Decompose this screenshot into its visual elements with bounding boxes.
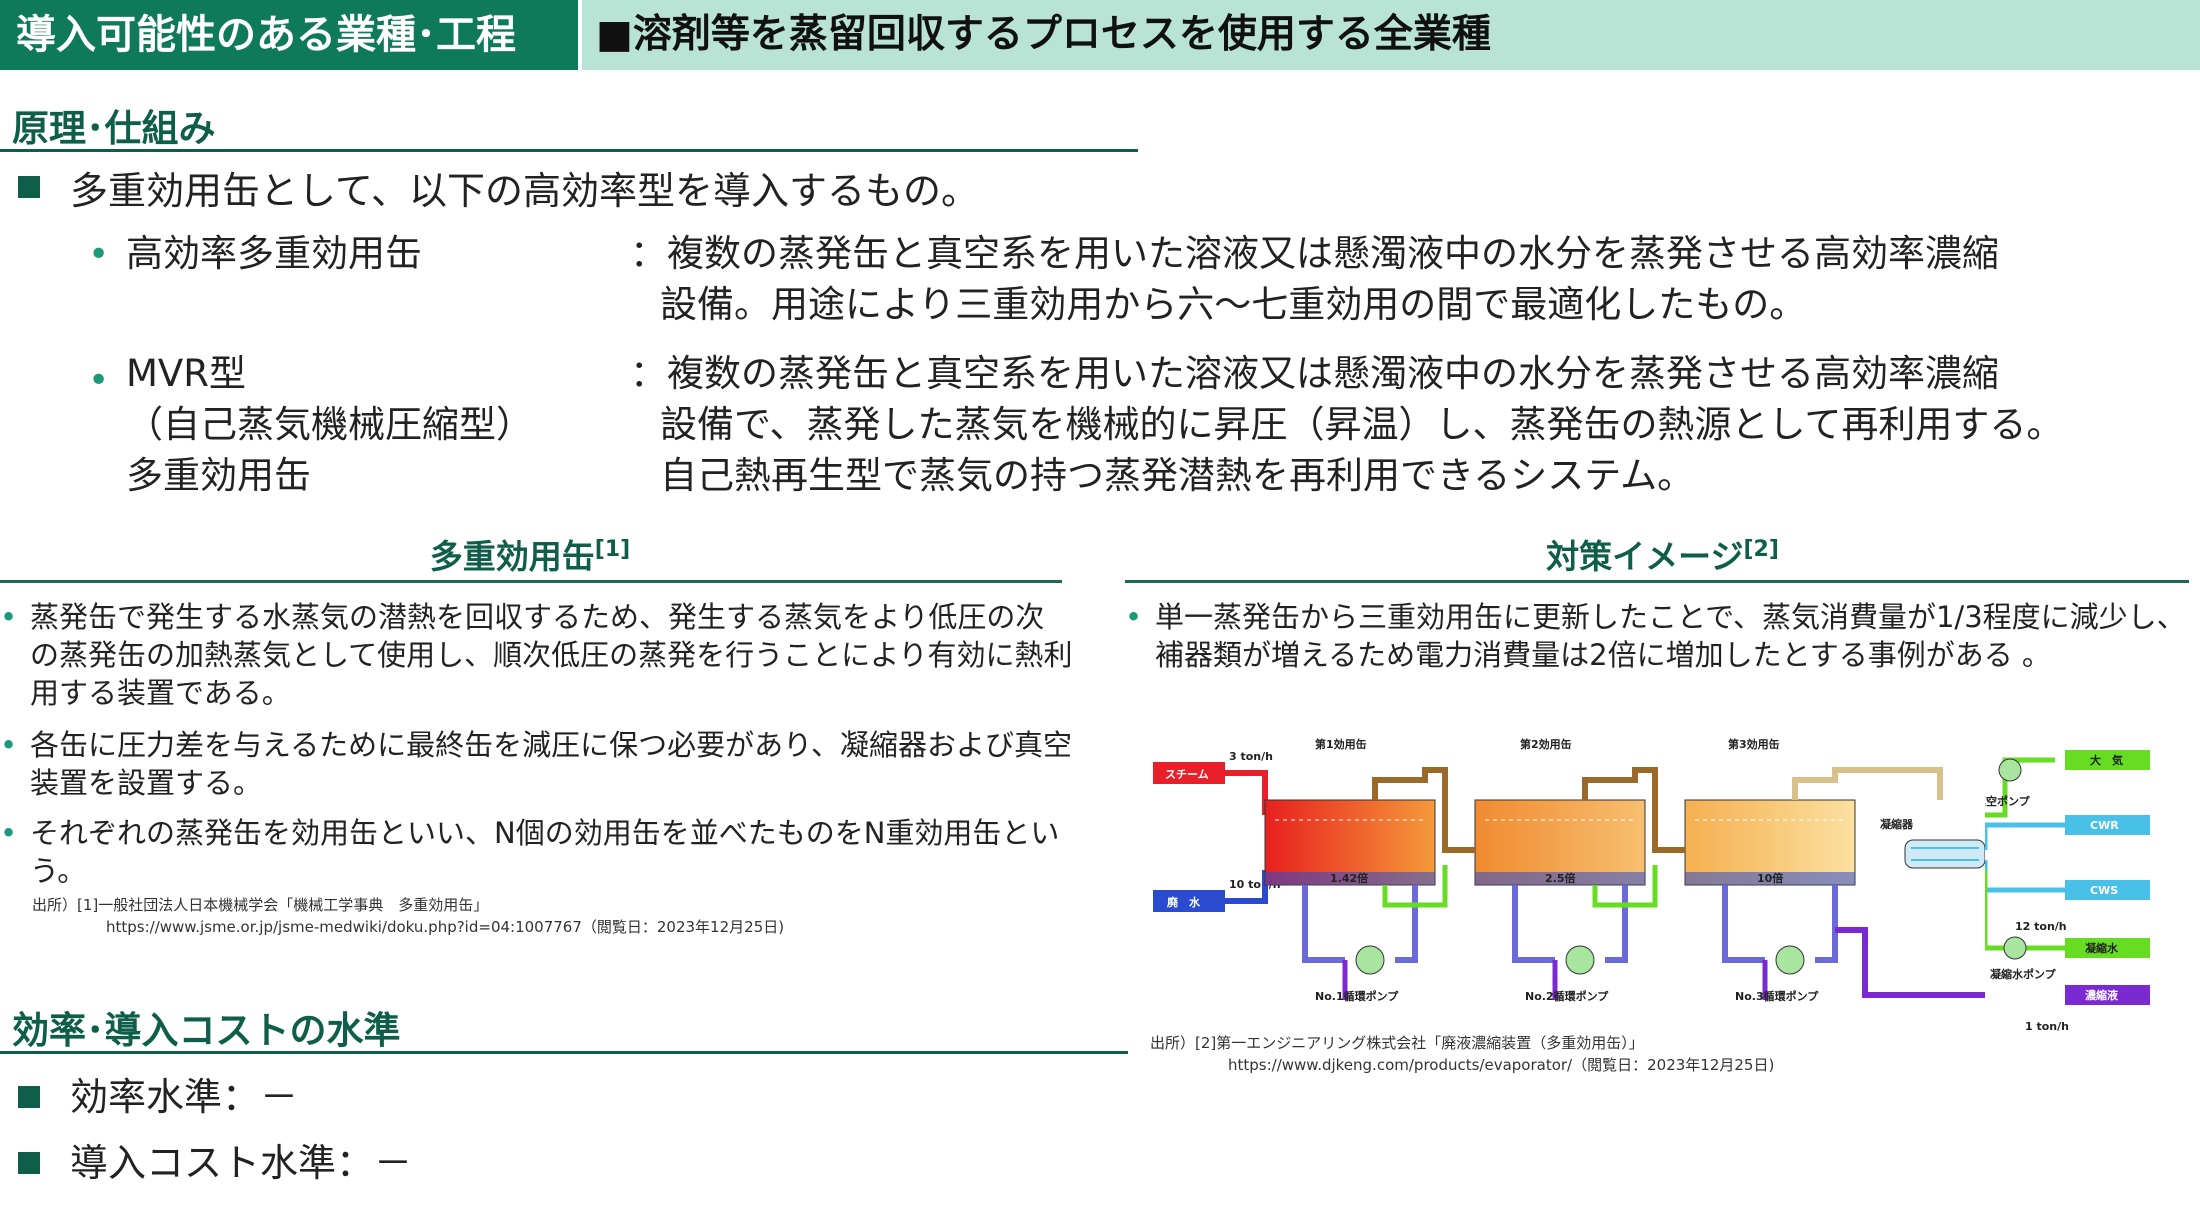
pump1-label: No.1循環ポンプ	[1315, 989, 1399, 1003]
steam-label: スチーム	[1165, 768, 1209, 781]
concentrate-pipe	[1835, 927, 1985, 998]
bullet-item: • それぞれの蒸発缶を効用缶といい、N個の効用缶を並べたものをN重効用缶という。	[0, 816, 1060, 888]
bullet-dot-icon: •	[88, 234, 110, 275]
square-bullet-icon	[18, 1152, 40, 1178]
bullet-dot-icon: •	[0, 600, 18, 634]
air-output-box	[2065, 750, 2150, 770]
principle-title: 原理･仕組み	[12, 107, 216, 150]
can3-vessel	[1684, 799, 1856, 886]
circulation-pump-3-icon	[1775, 945, 1805, 975]
vacuum-pump-label: 真空ポンプ	[1985, 794, 2031, 808]
circulation-pump-1-icon	[1355, 945, 1385, 975]
bullet-dot-icon: •	[0, 816, 18, 850]
cwr-box	[2065, 815, 2150, 835]
term-high-efficiency: 高効率多重効用缶	[126, 232, 422, 275]
steam-rate-label: 3 ton/h	[1229, 750, 1273, 763]
steam-pipe	[1225, 770, 1268, 815]
condensate-output-box	[2065, 938, 2150, 958]
waste-label: 廃 水	[1167, 895, 1201, 909]
principle-divider	[0, 149, 1138, 152]
condensate-pump-label: 凝縮水ポンプ	[1990, 967, 2057, 981]
source-note-2: 出所）[2]第一エンジニアリング株式会社「廃液濃縮装置（多重効用缶）」	[1150, 1034, 1644, 1052]
vacuum-pump-icon	[1998, 758, 2022, 782]
diagram-outputs: 真空ポンプ 大 気 CWR CWS 12 ton/h 凝縮水ポンプ 凝縮水 濃縮…	[1985, 750, 2150, 1033]
cost-divider	[0, 1051, 1128, 1054]
desc-mvr-line2: 設備で、蒸発した蒸気を機械的に昇圧（昇温）し、蒸発缶の熱源として再利用する。	[660, 403, 2064, 446]
square-bullet-icon	[18, 1086, 40, 1112]
pump3-label: No.3循環ポンプ	[1735, 989, 1819, 1003]
cws-box	[2065, 880, 2150, 900]
cws-label: CWS	[2090, 884, 2118, 897]
waste-input-box	[1153, 890, 1225, 912]
triple-effect-evaporator-diagram: スチーム 3 ton/h 廃 水 10 ton/h 第1効用缶 第2効用缶 第3…	[1153, 737, 1985, 1003]
can2-ratio: 2.5倍	[1545, 871, 1576, 885]
multi-effect-title: 多重効用缶[1]	[429, 537, 631, 576]
concentrate-label: 濃縮液	[2085, 988, 2119, 1002]
category-label: 導入可能性のある業種･工程	[0, 0, 578, 70]
condenser-label: 凝縮器	[1880, 817, 1914, 831]
condensate-pump-icon	[2003, 936, 2027, 960]
term-mvr-line1: MVR型	[126, 352, 246, 395]
can2-label: 第2効用缶	[1520, 737, 1572, 751]
condenser-icon	[1904, 839, 1985, 869]
efficiency-level: 効率水準：－	[70, 1075, 299, 1119]
circulation-pump-2-icon	[1565, 945, 1595, 975]
condensate-label: 凝縮水	[2085, 941, 2119, 955]
cost-title: 効率･導入コストの水準	[12, 1009, 401, 1052]
principle-intro: 多重効用缶として、以下の高効率型を導入するもの。	[70, 169, 979, 213]
measure-bullet: • 単一蒸発缶から三重効用缶に更新したことで、蒸気消費量が1/3程度に減少し、 …	[1125, 598, 2195, 674]
concentrate-output-box	[2065, 985, 2150, 1005]
desc-mvr-line3: 自己熱再生型で蒸気の持つ蒸発潜熱を再利用できるシステム。	[660, 454, 1695, 497]
can1-label: 第1効用缶	[1315, 737, 1367, 751]
concentrate-rate-label: 1 ton/h	[2025, 1020, 2069, 1033]
cwr-label: CWR	[2090, 819, 2119, 832]
can3-label: 第3効用缶	[1728, 737, 1780, 751]
measure-image-title: 対策イメージ[2]	[1546, 537, 1779, 576]
bullet-dot-icon: •	[0, 728, 18, 762]
source-url-1: https://www.jsme.or.jp/jsme-medwiki/doku…	[106, 918, 785, 936]
can2-vessel	[1474, 799, 1646, 886]
term-mvr-line2: （自己蒸気機械圧縮型）	[126, 403, 533, 446]
cost-level: 導入コスト水準：－	[70, 1141, 413, 1185]
desc-high-efficiency-line1: ：複数の蒸発缶と真空系を用いた溶液又は懸濁液中の水分を蒸発させる高効率濃縮	[630, 232, 1999, 275]
right-panel-divider	[1125, 580, 2189, 583]
steam-input-box	[1153, 762, 1225, 784]
target-industries-banner: ■溶剤等を蒸留回収するプロセスを使用する全業種	[582, 0, 2200, 70]
square-bullet-icon	[18, 176, 40, 202]
bullet-item: • 単一蒸発缶から三重効用缶に更新したことで、蒸気消費量が1/3程度に減少し、 …	[1125, 600, 2186, 672]
source-note-1: 出所）[1]一般社団法人日本機械学会「機械工学事典 多重効用缶」	[32, 896, 489, 914]
left-panel-divider	[0, 580, 1062, 583]
can1-ratio: 1.42倍	[1330, 871, 1368, 885]
can3-ratio: 10倍	[1757, 871, 1783, 885]
desc-mvr-line1: ：複数の蒸発缶と真空系を用いた溶液又は懸濁液中の水分を蒸発させる高効率濃縮	[630, 352, 1999, 395]
source-url-2: https://www.djkeng.com/products/evaporat…	[1228, 1056, 1775, 1074]
term-mvr-line3: 多重効用缶	[126, 454, 311, 497]
pump2-label: No.2循環ポンプ	[1525, 989, 1609, 1003]
bullet-item: • 蒸発缶で発生する水蒸気の潜熱を回収するため、発生する蒸気をより低圧の次 の蒸…	[0, 600, 1073, 710]
bullet-dot-icon: •	[1125, 600, 1143, 634]
bullet-dot-icon: •	[88, 360, 110, 401]
desc-high-efficiency-line2: 設備。用途により三重効用から六～七重効用の間で最適化したもの。	[660, 283, 1807, 326]
bullet-item: • 各缶に圧力差を与えるために最終缶を減圧に保つ必要があり、凝縮器および真空 装…	[0, 728, 1072, 800]
condensate-rate-label: 12 ton/h	[2015, 920, 2067, 933]
multi-effect-bullets: • 蒸発缶で発生する水蒸気の潜熱を回収するため、発生する蒸気をより低圧の次 の蒸…	[0, 598, 1090, 890]
air-label: 大 気	[2090, 753, 2123, 767]
